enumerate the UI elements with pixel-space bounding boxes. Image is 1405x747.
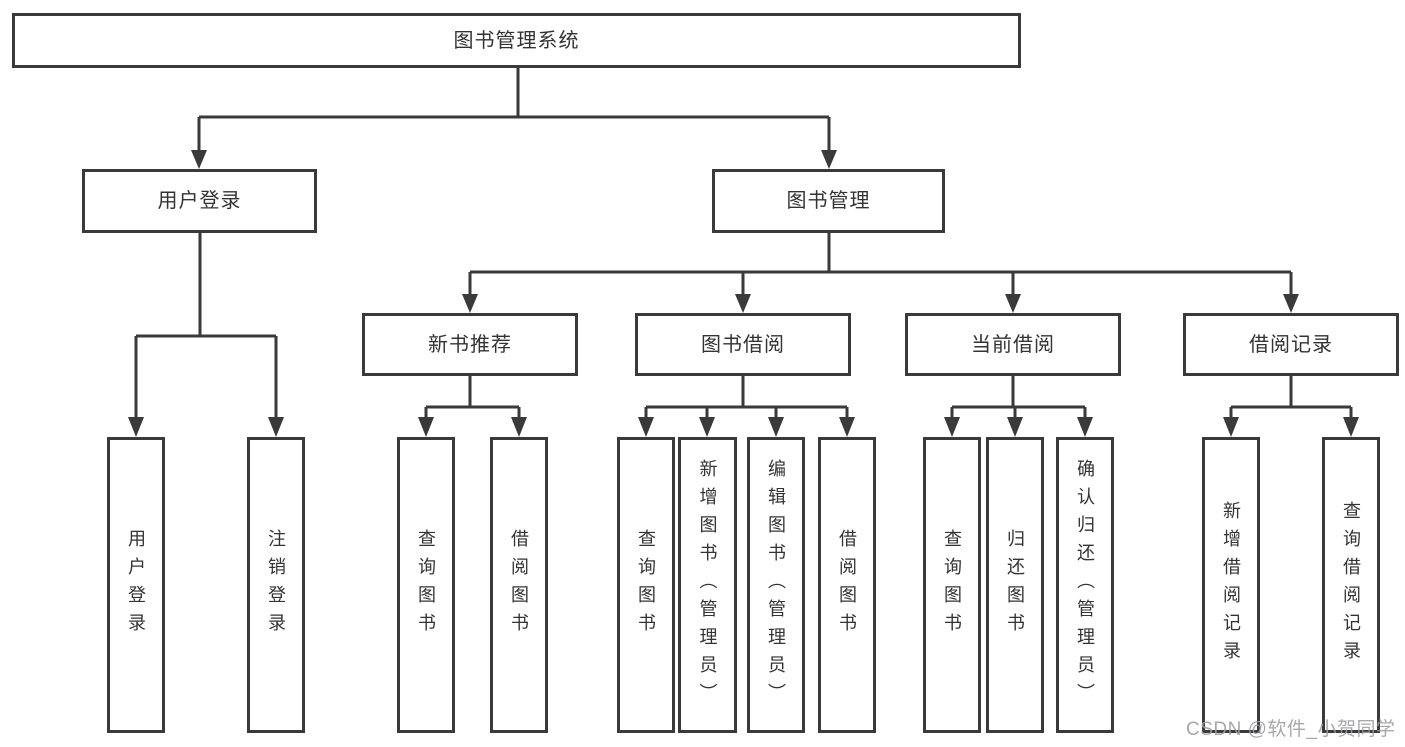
arrowhead	[1007, 417, 1023, 437]
node-current-borrow-label: 当前借阅	[971, 333, 1055, 356]
arrowhead	[191, 150, 207, 169]
node-root: 图书管理系统	[12, 13, 1021, 68]
leaf-confirm-return-admin: 确认归还（管理员）	[1056, 437, 1114, 733]
arrowhead	[944, 417, 960, 437]
leaf-newbook-query: 查询图书	[397, 437, 455, 733]
node-user-login-label: 用户登录	[157, 190, 242, 212]
node-borrow-record-label: 借阅记录	[1249, 333, 1333, 356]
arrowhead	[268, 417, 284, 437]
arrowhead	[511, 417, 527, 437]
leaf-user-login-label: 用户登录	[126, 529, 146, 641]
leaf-add-borrow-record: 新增借阅记录	[1202, 437, 1260, 733]
leaf-logout-label: 注销登录	[266, 529, 286, 641]
arrowhead	[1223, 417, 1239, 437]
leaf-newbook-query-label: 查询图书	[416, 529, 436, 641]
arrowhead	[699, 417, 715, 437]
arrowhead	[1005, 294, 1021, 313]
arrowhead	[768, 417, 784, 437]
leaf-borrow-query: 查询图书	[617, 437, 675, 733]
leaf-borrow-add-book-admin-label: 新增图书（管理员）	[697, 459, 718, 711]
leaf-return-book: 归还图书	[986, 437, 1044, 733]
arrowhead	[128, 417, 144, 437]
connector-user-login-stem	[136, 233, 276, 338]
leaf-user-login: 用户登录	[107, 437, 165, 733]
leaf-query-borrow-record-label: 查询借阅记录	[1341, 501, 1361, 669]
leaf-borrow-add-book-admin: 新增图书（管理员）	[678, 437, 737, 733]
arrowhead	[638, 417, 654, 437]
connector-book-mgmt-stem	[470, 233, 1291, 274]
leaf-logout: 注销登录	[247, 437, 305, 733]
arrowhead	[839, 417, 855, 437]
arrowhead	[1283, 294, 1299, 313]
node-user-login: 用户登录	[82, 169, 317, 233]
arrowhead	[821, 150, 837, 169]
leaf-borrow-edit-book-admin: 编辑图书（管理员）	[747, 437, 805, 733]
arrowhead	[1343, 417, 1359, 437]
node-new-book-recommend-label: 新书推荐	[428, 333, 512, 356]
leaf-confirm-return-admin-label: 确认归还（管理员）	[1075, 459, 1095, 711]
leaf-borrow-book: 借阅图书	[818, 437, 876, 733]
node-book-borrow: 图书借阅	[635, 313, 851, 376]
leaf-borrow-edit-book-admin-label: 编辑图书（管理员）	[766, 459, 786, 711]
arrowhead	[462, 294, 478, 313]
node-current-borrow: 当前借阅	[905, 313, 1121, 376]
node-root-label: 图书管理系统	[453, 29, 580, 52]
leaf-add-borrow-record-label: 新增借阅记录	[1221, 501, 1241, 669]
leaf-current-query: 查询图书	[923, 437, 981, 733]
connector-book-borrow-stem	[646, 376, 847, 409]
leaf-query-borrow-record: 查询借阅记录	[1322, 437, 1380, 733]
arrowhead	[418, 417, 434, 437]
node-book-borrow-label: 图书借阅	[701, 333, 785, 356]
connector-root-stem	[199, 68, 829, 119]
leaf-borrow-query-label: 查询图书	[636, 529, 656, 641]
arrowhead	[1077, 417, 1093, 437]
node-borrow-record: 借阅记录	[1183, 313, 1399, 376]
leaf-newbook-borrow: 借阅图书	[490, 437, 548, 733]
node-book-management-label: 图书管理	[786, 190, 871, 212]
leaf-newbook-borrow-label: 借阅图书	[509, 529, 529, 641]
connector-current-borrow-stem	[952, 376, 1085, 409]
node-new-book-recommend: 新书推荐	[362, 313, 578, 376]
arrowhead	[735, 294, 751, 313]
leaf-return-book-label: 归还图书	[1005, 529, 1025, 641]
leaf-borrow-book-label: 借阅图书	[837, 529, 857, 641]
connector-new-book-stem	[426, 376, 519, 409]
node-book-management: 图书管理	[712, 169, 945, 233]
csdn-watermark: CSDN @软件_小贺同学	[1186, 719, 1396, 740]
connector-borrow-record-stem	[1231, 376, 1351, 409]
leaf-current-query-label: 查询图书	[942, 529, 962, 641]
